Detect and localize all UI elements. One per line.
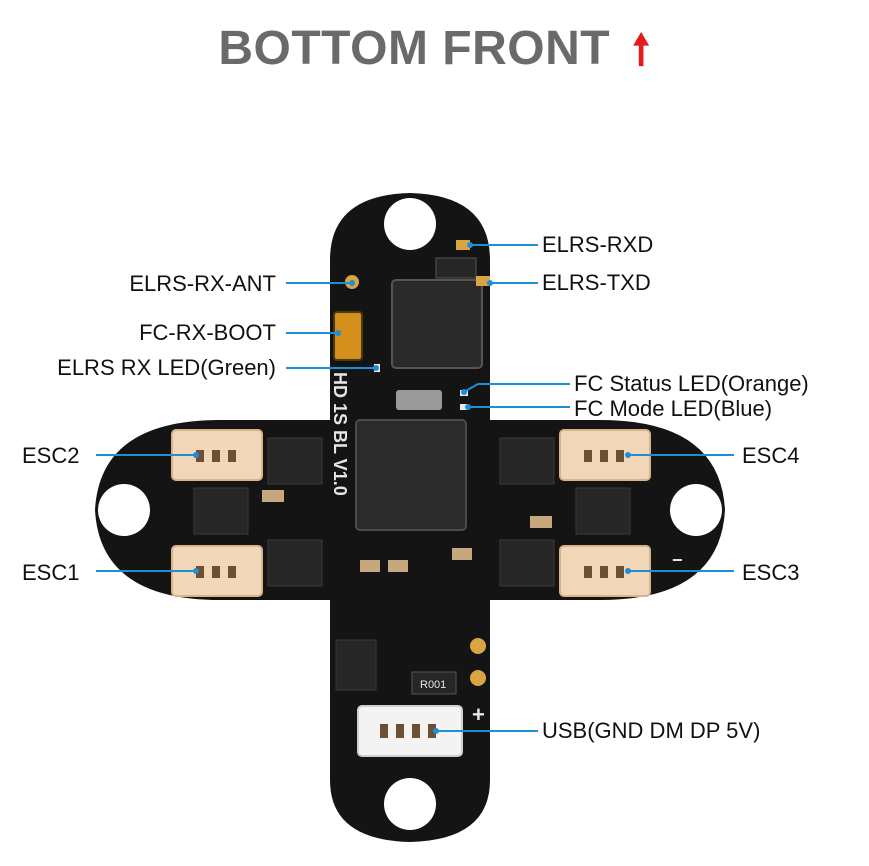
title-text: BOTTOM FRONT <box>218 22 611 75</box>
label-esc1: ESC1 <box>22 560 80 585</box>
mount-hole-bottom <box>384 778 436 830</box>
label-usb: USB(GND DM DP 5V) <box>542 718 761 743</box>
capacitor <box>530 516 552 528</box>
mount-hole-right <box>670 484 722 536</box>
crystal <box>396 390 442 410</box>
mosfet-6 <box>499 539 555 587</box>
mosfet-3 <box>267 539 323 587</box>
mount-hole-top <box>384 198 436 250</box>
mosfet-2 <box>193 487 249 535</box>
label-fc-rx-boot: FC-RX-BOOT <box>139 320 276 345</box>
leader-fc-status-led <box>463 383 570 393</box>
capacitor <box>262 490 284 502</box>
regulator <box>335 639 377 691</box>
mosfet-1 <box>267 437 323 485</box>
pad-minus <box>470 670 486 686</box>
led-mode <box>460 404 468 410</box>
label-esc3: ESC3 <box>742 560 800 585</box>
pad-plus <box>470 638 486 654</box>
label-fc-mode-led: FC Mode LED(Blue) <box>574 396 773 421</box>
connector-pins <box>196 450 624 738</box>
label-elrs-rx-led: ELRS RX LED(Green) <box>57 355 276 380</box>
pad-elrs-rxd <box>456 240 470 250</box>
crystal-small <box>435 257 477 279</box>
label-esc2: ESC2 <box>22 443 80 468</box>
resistor-r001 <box>411 671 457 695</box>
mosfet-4 <box>499 437 555 485</box>
pad-elrs-txd <box>476 276 490 286</box>
capacitor <box>360 560 380 572</box>
leader-lines <box>96 244 734 732</box>
elrs-chip <box>391 279 483 369</box>
minus-silkscreen: − <box>672 550 683 570</box>
leader-dots <box>193 242 631 734</box>
label-elrs-rxd: ELRS-RXD <box>542 232 654 257</box>
capacitor <box>388 560 408 572</box>
capacitor <box>452 548 472 560</box>
mosfet-5 <box>575 487 631 535</box>
mcu-chip <box>355 419 467 531</box>
resistor-silkscreen: R001 <box>420 679 446 691</box>
label-fc-status-led: FC Status LED(Orange) <box>574 371 809 396</box>
page-title: BOTTOM FRONT 🠕 <box>0 20 869 91</box>
plus-silkscreen: + <box>472 702 485 727</box>
board-silkscreen: HD 1S BL V1.0 <box>330 372 350 496</box>
label-esc4: ESC4 <box>742 443 800 468</box>
label-elrs-rx-ant: ELRS-RX-ANT <box>129 271 276 296</box>
up-arrow-icon: 🠕 <box>632 26 651 73</box>
label-elrs-txd: ELRS-TXD <box>542 270 651 295</box>
mount-hole-left <box>98 484 150 536</box>
boot-button <box>333 311 363 361</box>
